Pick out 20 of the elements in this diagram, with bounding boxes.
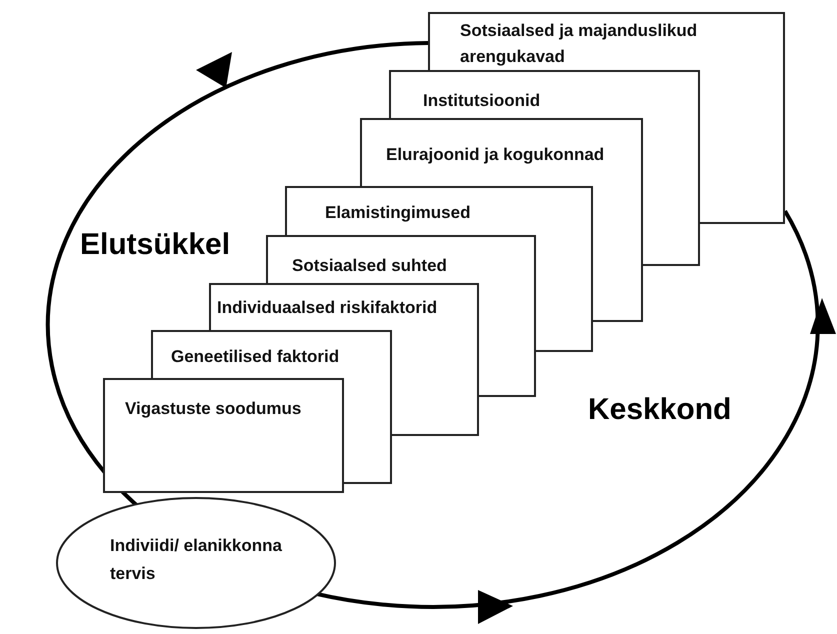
card-title: Elamistingimused xyxy=(325,202,472,224)
region-label: Elutsükkel xyxy=(80,228,230,262)
card-title: Vigastuste soodumus xyxy=(125,398,302,420)
ellipse-text: Indiviidi/ elanikkonna tervis xyxy=(110,535,283,585)
card-title: Sotsiaalsed suhted xyxy=(292,255,448,277)
layer-card xyxy=(389,70,700,118)
layer-card xyxy=(151,330,392,378)
layer-card xyxy=(266,235,536,283)
layer-card xyxy=(209,283,479,330)
card-title: Geneetilised faktorid xyxy=(171,346,340,368)
health-ellipse xyxy=(55,496,337,630)
card-title: Institutsioonid xyxy=(423,90,542,112)
layer-card xyxy=(103,378,344,493)
card-title: Elurajoonid ja kogukonnad xyxy=(386,144,606,166)
layer-card xyxy=(428,12,785,70)
layer-card xyxy=(360,118,643,186)
card-title: Individuaalsed riskifaktorid xyxy=(217,297,438,319)
card-title: Sotsiaalsed ja majanduslikud arengukavad xyxy=(460,20,698,68)
region-label: Keskkond xyxy=(588,393,732,427)
layer-card xyxy=(285,186,593,235)
